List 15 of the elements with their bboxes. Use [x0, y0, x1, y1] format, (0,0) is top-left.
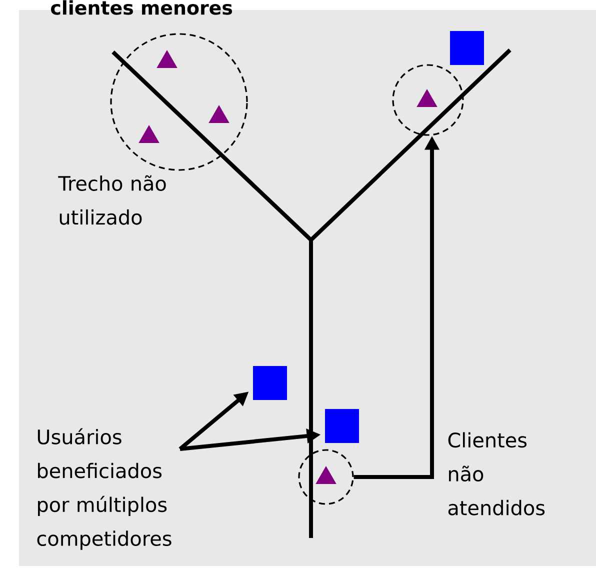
callout-text: Usuários beneficiados por múltiplos competidores [37, 428, 172, 550]
triangle-marker [156, 50, 178, 68]
dashed-circle [110, 33, 248, 171]
square-marker [325, 409, 359, 443]
square-marker [253, 366, 287, 400]
triangle-marker [138, 125, 160, 143]
note-text: Trecho não utilizado [58, 175, 166, 225]
square-marker [450, 31, 484, 65]
title: clientes menores [51, 0, 232, 15]
triangle-marker [416, 89, 438, 107]
triangle-marker [316, 466, 336, 484]
note-text: Clientes não atendidos [448, 432, 545, 516]
triangle-marker [208, 105, 230, 123]
dashed-circle [298, 449, 354, 505]
dashed-circle [392, 64, 464, 136]
